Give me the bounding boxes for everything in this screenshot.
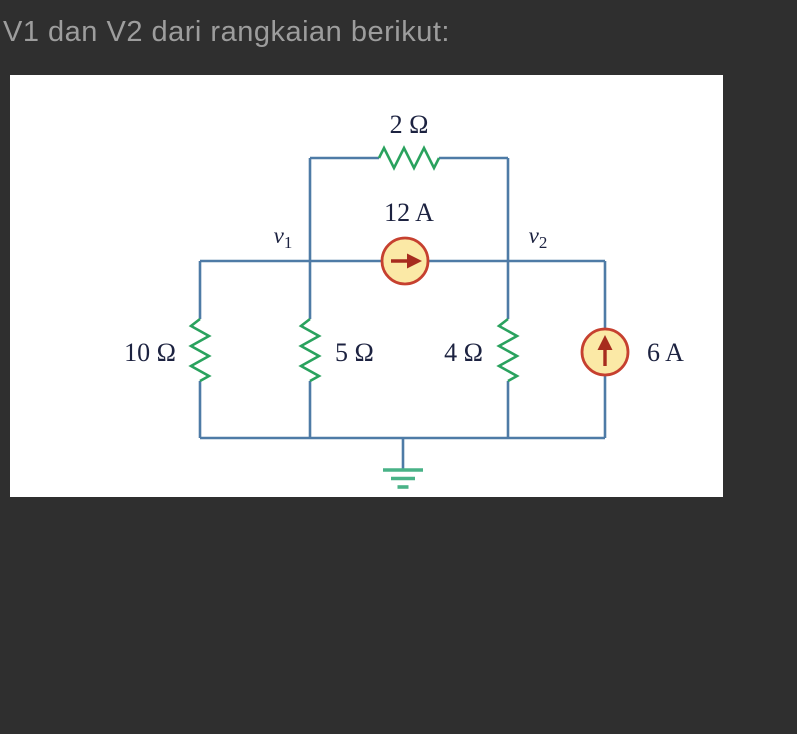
resistor-2ohm: 2 Ω [377,110,441,171]
node-label-v1: v1 [274,223,293,252]
resistor-10ohm-zigzag [188,317,212,383]
current-source-12a: 12 A [380,198,434,286]
circuit-panel: 2 Ω 10 Ω 5 Ω 4 Ω 12 A [10,75,723,497]
current-source-12a-arrow-head [407,253,422,269]
ground-symbol [383,438,423,489]
resistor-5ohm-label: 5 Ω [335,338,374,367]
node-label-v2: v2 [529,223,548,252]
current-source-6a-label: 6 A [647,338,684,367]
circuit-diagram: 2 Ω 10 Ω 5 Ω 4 Ω 12 A [124,110,684,489]
question-title: V1 dan V2 dari rangkaian berikut: [3,16,450,48]
resistor-4ohm-label: 4 Ω [444,338,483,367]
resistor-4ohm: 4 Ω [444,317,520,383]
resistor-4ohm-zigzag [496,317,520,383]
resistor-2ohm-label: 2 Ω [390,110,429,139]
current-source-6a: 6 A [580,327,684,377]
resistor-5ohm-zigzag [298,317,322,383]
resistor-10ohm: 10 Ω [124,317,212,383]
resistor-10ohm-label: 10 Ω [124,338,176,367]
resistor-2ohm-zigzag [377,145,441,171]
current-source-12a-label: 12 A [384,198,434,227]
current-source-6a-arrow-head [597,335,613,350]
resistor-5ohm: 5 Ω [298,317,374,383]
